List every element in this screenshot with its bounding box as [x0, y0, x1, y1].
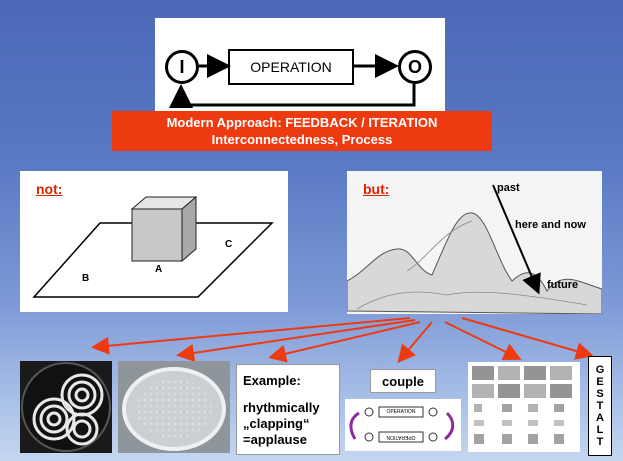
ripple-pattern-drawing: [20, 361, 112, 453]
gestalt-letter: T: [596, 400, 604, 412]
example-line-1: rhythmically: [243, 400, 320, 415]
petri-dish-drawing: [118, 361, 230, 453]
pattern-grid-drawing: [472, 366, 572, 444]
coupled-operations-drawing: [349, 406, 455, 443]
example-line-3: =applause: [243, 432, 307, 447]
label-c: C: [225, 239, 233, 250]
dynamic-landscape-drawing: [347, 184, 602, 314]
input-node-label: I: [179, 56, 185, 77]
modern-approach-banner: Modern Approach: FEEDBACK / ITERATION In…: [112, 111, 492, 151]
input-node: I: [165, 50, 199, 84]
arrow-to-ripple-image: [91, 317, 411, 355]
arrow-to-dish-image: [176, 319, 416, 362]
label-a: A: [155, 264, 163, 275]
petri-dish-image: [118, 361, 230, 453]
example-title: Example:: [243, 373, 301, 388]
gestalt-letter: L: [596, 424, 604, 436]
gestalt-letter: G: [595, 364, 605, 376]
but-title: but:: [363, 181, 390, 197]
future-label: future: [547, 279, 579, 291]
here-and-now-label: here and now: [515, 219, 586, 231]
couple-bottom-operation: OPERATION: [386, 434, 416, 440]
banner-line-2: Interconnectedness, Process: [211, 132, 393, 147]
not-title: not:: [36, 181, 63, 197]
couple-label: couple: [382, 373, 424, 389]
arrow-to-gestalt: [461, 317, 594, 360]
example-line-2: „clapping“: [243, 416, 310, 431]
output-node-label: O: [407, 56, 422, 77]
coupled-operations-diagram: OPERATION OPERATION: [345, 399, 461, 451]
gestalt-letter: A: [596, 412, 604, 424]
operation-label: OPERATION: [250, 59, 332, 75]
past-label: past: [497, 182, 520, 194]
feedback-arrows: [169, 54, 416, 108]
gestalt-box: G E S T A L T: [588, 356, 612, 456]
output-node: O: [398, 50, 432, 84]
couple-top-operation: OPERATION: [386, 409, 416, 415]
arrow-to-pattern-grid: [444, 321, 522, 360]
timeline-arrow: [492, 184, 541, 295]
feedback-loop-arrow: [169, 84, 416, 108]
gestalt-letter: S: [596, 388, 604, 400]
gestalt-letter: E: [596, 376, 604, 388]
but-panel: but: past here and now future: [347, 171, 602, 314]
couple-box: couple: [370, 369, 436, 393]
arrow-to-example-box: [268, 321, 421, 363]
arrow-to-couple-box: [397, 321, 433, 364]
not-panel: not: A B C: [20, 171, 288, 312]
static-cube-drawing: [32, 195, 274, 298]
label-b: B: [82, 273, 90, 284]
gestalt-letter: T: [596, 436, 604, 448]
banner-line-1: Modern Approach: FEEDBACK / ITERATION: [166, 115, 438, 130]
pattern-grid-image: [468, 362, 580, 452]
ripple-pattern-image: [20, 361, 112, 453]
example-box: Example: rhythmically „clapping“ =applau…: [236, 364, 340, 455]
